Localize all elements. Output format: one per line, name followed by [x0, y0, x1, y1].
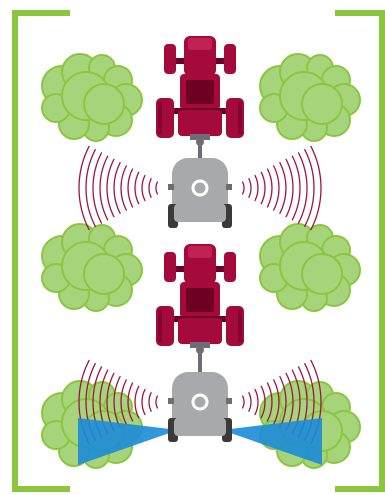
hitch-bar [198, 350, 202, 366]
sensor-wave-arc [85, 148, 97, 228]
sensor-wave-arc [148, 178, 152, 198]
sensor-wave-arc [99, 155, 109, 221]
sensor-wave-arc [248, 178, 252, 198]
sensor-wave-arc [148, 392, 152, 412]
bush-icon [259, 223, 361, 312]
sensor-wave-arc [254, 388, 259, 416]
sprayer-tank-icon [166, 358, 234, 444]
sensor-wave-arc [241, 395, 245, 409]
sensor-wave-arc [127, 168, 134, 208]
bush-icon [259, 53, 361, 142]
sensor-wave-arc [78, 145, 90, 231]
tractor-icon [156, 36, 244, 146]
sensor-wave-arc [266, 382, 273, 422]
sensor-wave-arc [260, 385, 266, 419]
sensor-wave-arc [155, 395, 159, 409]
sensor-wave-arc [248, 392, 252, 412]
sensor-wave-arc [310, 145, 322, 231]
sensor-wave-arc [134, 385, 140, 419]
frame-bracket-right [335, 10, 385, 492]
spray-cone-icon [78, 418, 322, 465]
tractor-icon [156, 244, 244, 354]
sensor-wave-arc [279, 161, 287, 215]
bush-icon [41, 223, 143, 312]
sensor-wave-arc [127, 382, 134, 422]
sensor-wave-arc [92, 152, 103, 224]
sensor-wave-arc [266, 168, 273, 208]
sensor-wave-arc [303, 148, 315, 228]
sensor-wave-arc [120, 165, 128, 211]
sensor-wave-arc [141, 388, 146, 416]
sensor-wave-arc [134, 171, 140, 205]
frame-bracket-left [12, 10, 70, 492]
sensor-wave-arc [141, 174, 146, 202]
sensor-wave-arc [254, 174, 259, 202]
sensor-wave-arc [272, 379, 280, 425]
bush-icon [41, 53, 143, 142]
sensor-wave-arc [272, 165, 280, 211]
sensor-wave-arc [120, 379, 128, 425]
sensor-wave-arc [113, 161, 121, 215]
sprayer-tank-icon [166, 144, 234, 230]
sensor-wave-arc [291, 155, 301, 221]
sensor-wave-arc [155, 181, 159, 195]
sensor-wave-arc [106, 158, 115, 218]
sensor-wave-arc [241, 181, 245, 195]
sensor-wave-arc [260, 171, 266, 205]
sensor-wave-arc [285, 158, 294, 218]
sensor-wave-arc [297, 152, 308, 224]
sensor-wave-icon [78, 145, 322, 231]
